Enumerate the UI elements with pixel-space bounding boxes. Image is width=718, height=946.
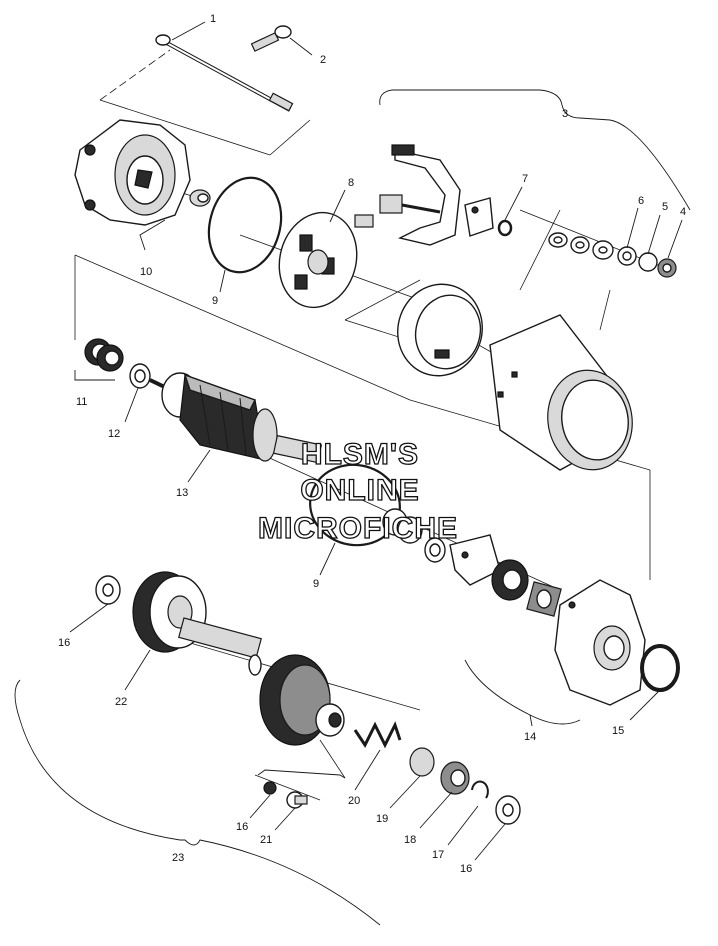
washer-16-left bbox=[95, 575, 121, 605]
o-ring-15 bbox=[640, 644, 680, 692]
washer-16-small bbox=[263, 781, 277, 795]
callout-22: 22 bbox=[115, 696, 127, 708]
overrunning-clutch bbox=[259, 654, 345, 746]
callout-10: 10 bbox=[140, 266, 152, 278]
screw-bolt bbox=[250, 25, 292, 52]
cup-18 bbox=[440, 761, 470, 795]
brush-holder-assembly bbox=[354, 144, 494, 246]
bearing bbox=[491, 559, 529, 601]
watermark-line-2: ONLINE bbox=[300, 474, 419, 507]
callout-14: 14 bbox=[524, 731, 536, 743]
callout-2: 2 bbox=[320, 54, 326, 66]
callout-13: 13 bbox=[176, 487, 188, 499]
callout-6: 6 bbox=[638, 195, 644, 207]
spring-20 bbox=[353, 721, 402, 749]
callout-4: 4 bbox=[680, 206, 686, 218]
callout-8: 8 bbox=[348, 177, 354, 189]
end-housing bbox=[74, 119, 191, 226]
needle-bearing bbox=[526, 581, 562, 617]
brush-plate bbox=[278, 211, 358, 309]
callout-15: 15 bbox=[612, 725, 624, 737]
callout-9-lower: 9 bbox=[313, 578, 319, 590]
center-washers bbox=[382, 508, 446, 563]
through-bolt bbox=[155, 34, 294, 112]
snap-ring-17 bbox=[471, 780, 489, 799]
callout-16-left: 16 bbox=[58, 637, 70, 649]
washer-nut-stack bbox=[548, 232, 677, 278]
front-housing bbox=[554, 579, 646, 706]
watermark-line-3: MICROFICHE bbox=[258, 512, 458, 545]
callout-21: 21 bbox=[260, 834, 272, 846]
small-o-ring bbox=[497, 219, 513, 237]
callout-3: 3 bbox=[562, 108, 568, 120]
pin-21 bbox=[286, 791, 308, 809]
armature bbox=[149, 372, 323, 464]
callout-16-right: 16 bbox=[460, 863, 472, 875]
callout-20: 20 bbox=[348, 795, 360, 807]
bushing bbox=[189, 189, 211, 207]
callout-5: 5 bbox=[662, 201, 668, 213]
callout-12: 12 bbox=[108, 428, 120, 440]
bushing-19 bbox=[409, 747, 435, 777]
callout-19: 19 bbox=[376, 813, 388, 825]
pinion-clutch-gear bbox=[132, 571, 262, 676]
brush-holder-ring bbox=[397, 283, 483, 377]
callout-7: 7 bbox=[522, 173, 528, 185]
spring bbox=[84, 338, 124, 372]
group-braces bbox=[14, 89, 691, 926]
washer-16-right bbox=[495, 795, 521, 825]
carrier-plate bbox=[449, 534, 501, 586]
motor-yoke bbox=[489, 314, 633, 471]
callout-11: 11 bbox=[76, 396, 87, 408]
callout-17: 17 bbox=[432, 849, 444, 861]
leader-lines bbox=[69, 21, 683, 861]
callout-16-small: 16 bbox=[236, 821, 248, 833]
microfiche-watermark: HLSM'S ONLINE MICROFICHE bbox=[257, 437, 458, 545]
callout-labels: 1 2 3 4 5 6 7 8 9 9 10 11 12 13 14 15 16… bbox=[58, 13, 686, 875]
callout-23: 23 bbox=[172, 852, 184, 864]
watermark-line-1: HLSM'S bbox=[301, 438, 419, 471]
callout-1: 1 bbox=[210, 13, 216, 25]
callout-18: 18 bbox=[404, 834, 416, 846]
callout-9-upper: 9 bbox=[212, 295, 218, 307]
o-ring-upper bbox=[207, 176, 283, 274]
washer-12 bbox=[129, 363, 151, 389]
